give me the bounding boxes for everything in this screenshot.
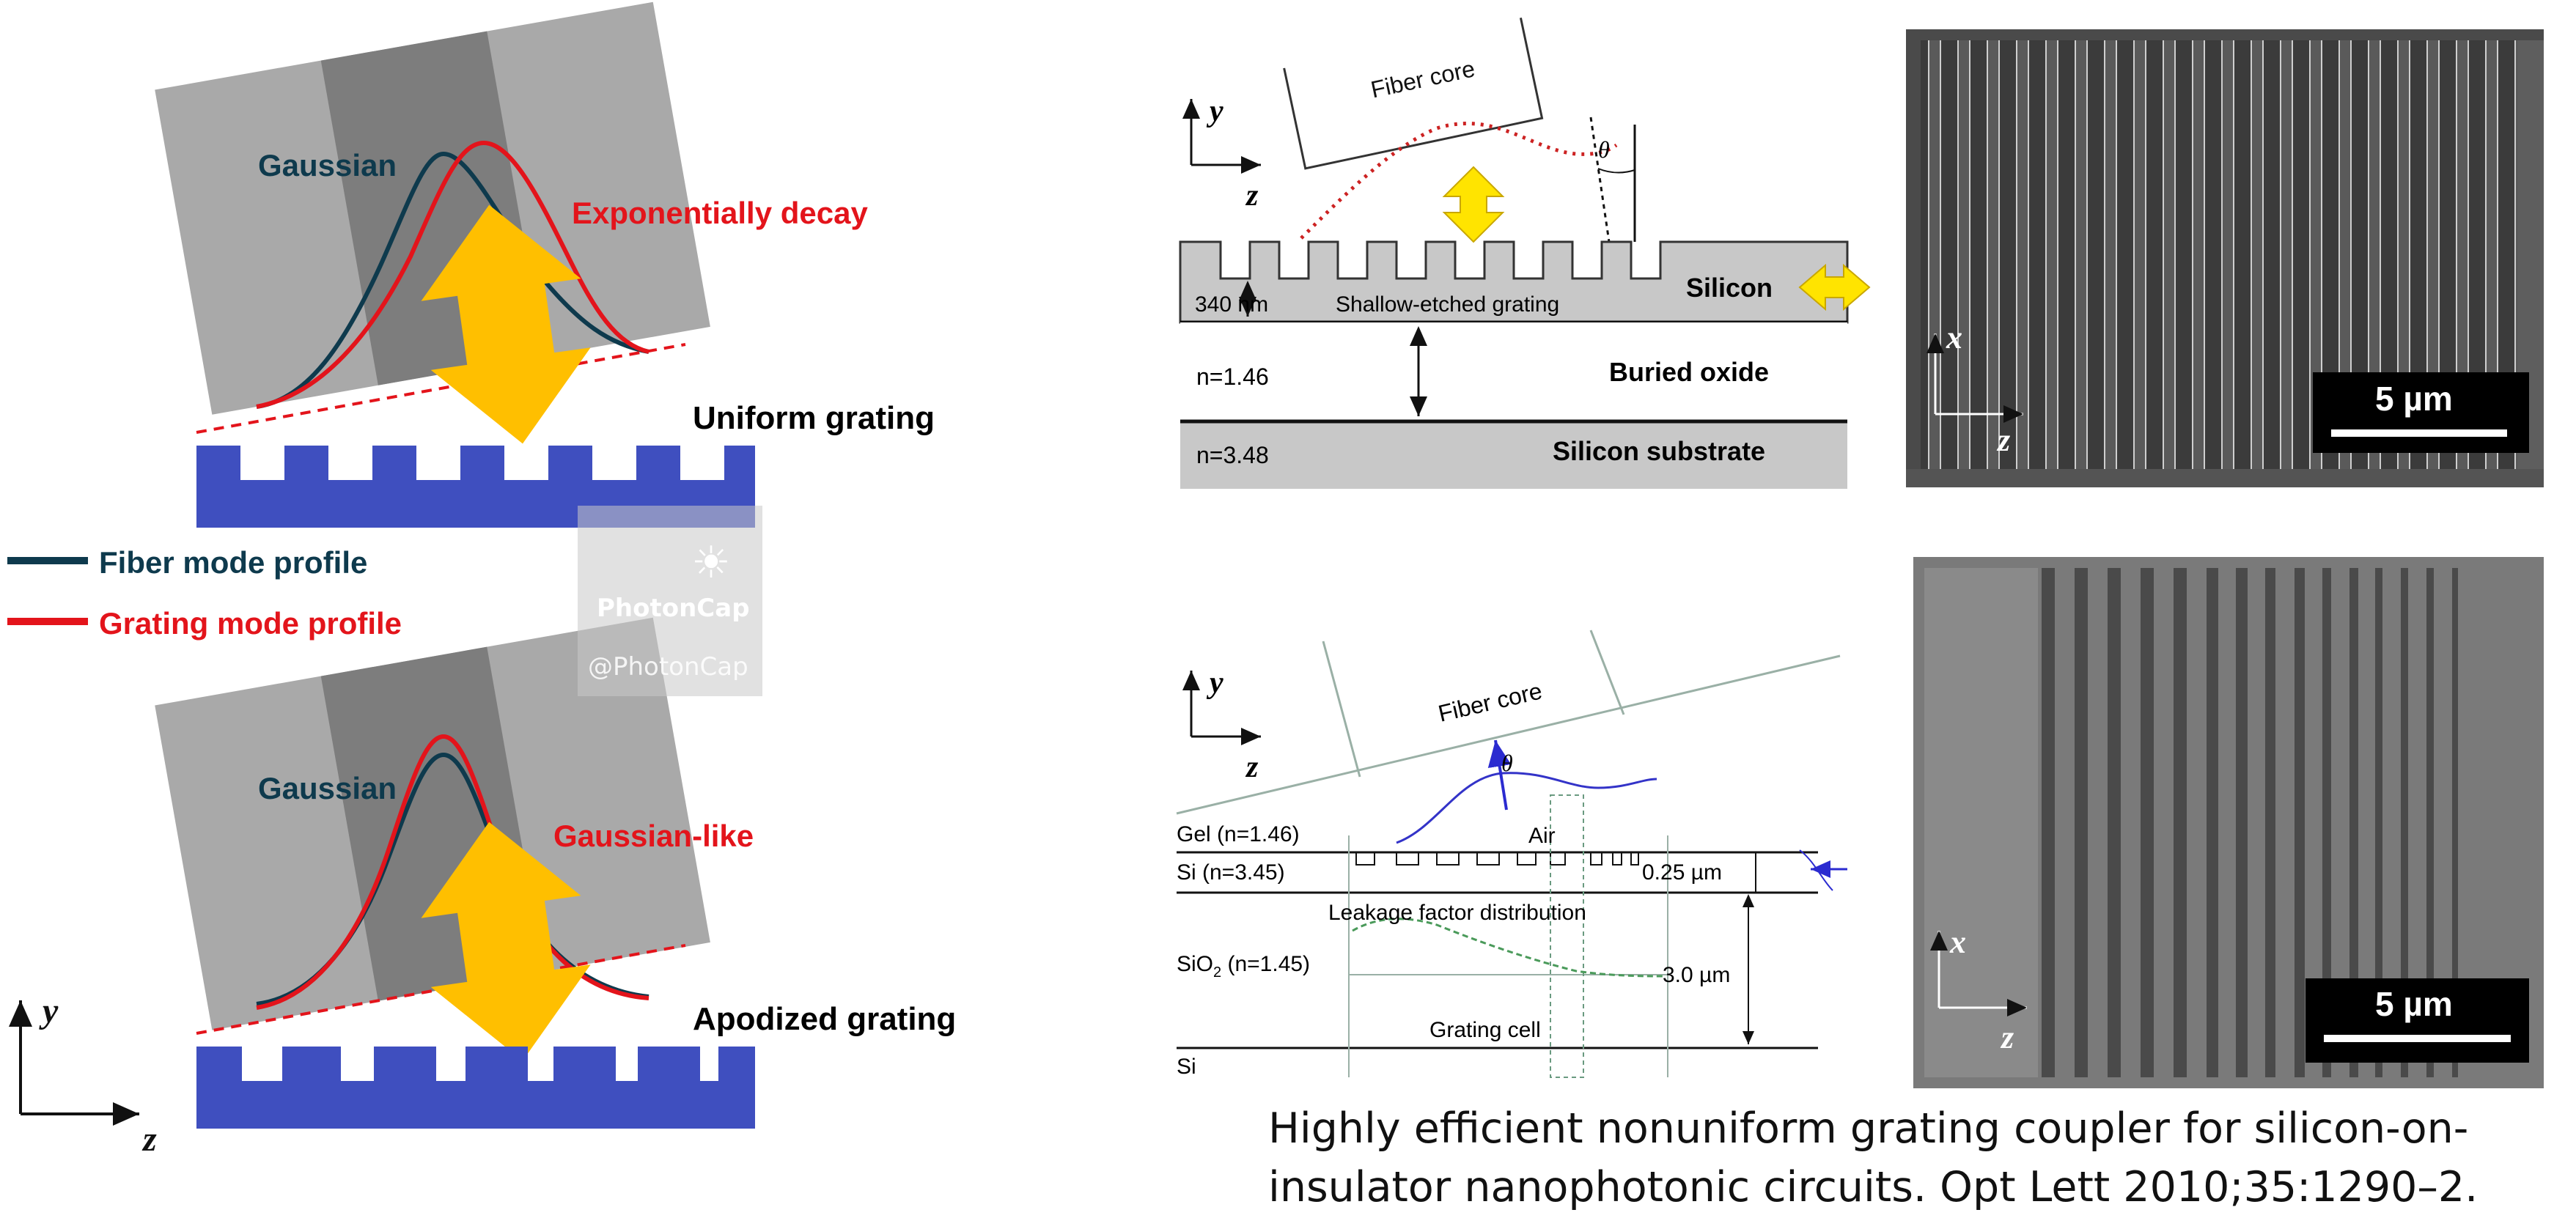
sem-bottom-lines xyxy=(2042,568,2458,1077)
bottom-substrate-label: Si xyxy=(1177,1055,1196,1079)
air-label: Air xyxy=(1528,824,1556,848)
top-yellow-updown-arrow xyxy=(1442,166,1505,243)
left-axis-z-label: z xyxy=(141,1120,157,1159)
top-thickness-label: 340 nm xyxy=(1195,292,1268,317)
si-thickness-label: 0.25 µm xyxy=(1642,860,1722,885)
top-oxide-index: n=1.46 xyxy=(1196,363,1269,390)
figure-caption: Highly efficient nonuniform grating coup… xyxy=(1268,1104,2479,1211)
coupling-arrow-bottom xyxy=(421,822,591,1061)
sem-top-scale-label: 5 µm xyxy=(2375,380,2453,418)
sem-bottom-axis-z: z xyxy=(2000,1019,2014,1055)
sem-bottom-axis-x: x xyxy=(1949,924,1966,960)
grating-mode-curve-top xyxy=(256,140,649,409)
top-schematic-axis-y: y xyxy=(1206,95,1223,128)
sem-top-axis-x: x xyxy=(1946,320,1962,355)
bottom-schematic-axis-z: z xyxy=(1245,750,1259,784)
watermark-handle: @PhotonCap xyxy=(588,652,748,682)
gaussian-like-label: Gaussian-like xyxy=(553,819,754,853)
leakage-distribution-curve xyxy=(1352,918,1665,978)
mode-profile-legend: Fiber mode profile Grating mode profile xyxy=(7,545,402,641)
oxide-thickness-label: 3.0 µm xyxy=(1663,963,1730,987)
legend-grating-label: Grating mode profile xyxy=(99,606,402,641)
bottom-grating-teeth xyxy=(1355,852,1639,866)
gel-label: Gel (n=1.46) xyxy=(1177,822,1300,846)
top-substrate xyxy=(1180,421,1847,489)
apodized-grating-label: Apodized grating xyxy=(693,1001,956,1037)
sem-top-scale-box xyxy=(2313,372,2529,453)
top-mode-dotted-curve xyxy=(1300,122,1618,240)
uniform-grating-label: Uniform grating xyxy=(693,400,935,436)
top-schematic: y z Fiber core θ 340 nm Shallow-etched g… xyxy=(1179,18,1871,489)
sio2-index: (n=1.45) xyxy=(1221,952,1310,976)
bottom-mode-curve xyxy=(1396,772,1657,844)
sun-icon: ☀ xyxy=(691,538,731,587)
top-angle-label: θ xyxy=(1598,136,1610,163)
top-yellow-horizontal-arrow xyxy=(1798,263,1871,311)
uniform-grating-diagram: Gaussian Exponentially decay Uniform gra… xyxy=(155,1,935,528)
dashed-reference-top xyxy=(196,343,686,434)
grating-cell-label: Grating cell xyxy=(1429,1018,1541,1042)
left-axis-y-label: y xyxy=(39,992,59,1030)
apodized-grating-bar xyxy=(196,1047,755,1129)
si-layer-label: Si (n=3.45) xyxy=(1177,860,1285,885)
sio2-text: SiO xyxy=(1177,952,1213,976)
sem-top-axis-z: z xyxy=(1996,422,2010,458)
watermark-name: PhotonCap xyxy=(597,594,750,623)
top-silicon-label: Silicon xyxy=(1686,273,1773,303)
sio2-subscript: 2 xyxy=(1213,964,1221,981)
sem-bottom-scale-label: 5 µm xyxy=(2375,985,2453,1023)
bottom-angle-label: θ xyxy=(1501,750,1513,776)
photoncap-watermark: ☀ PhotonCap @PhotonCap xyxy=(578,506,762,696)
top-substrate-label: Silicon substrate xyxy=(1553,436,1765,466)
gaussian-label-bottom: Gaussian xyxy=(258,771,397,805)
sem-image-top: x z 5 µm xyxy=(1906,29,2544,487)
apodized-grating-diagram: Gaussian Gaussian-like Apodized grating xyxy=(155,617,956,1129)
top-silicon-layer xyxy=(1179,240,1849,324)
left-axes: y z xyxy=(8,992,157,1159)
gaussian-label-top: Gaussian xyxy=(258,148,397,182)
top-grating-label: Shallow-etched grating xyxy=(1336,292,1559,317)
top-substrate-index: n=3.48 xyxy=(1196,442,1269,468)
sio2-label: SiO2 (n=1.45) xyxy=(1177,952,1310,981)
bottom-schematic-axis-y: y xyxy=(1206,666,1223,700)
coupling-arrow-top xyxy=(421,204,591,444)
top-oxide-label: Buried oxide xyxy=(1609,357,1769,387)
legend-fiber-label: Fiber mode profile xyxy=(99,545,367,580)
exponential-decay-label: Exponentially decay xyxy=(572,196,868,230)
leakage-label: Leakage factor distribution xyxy=(1328,901,1586,925)
bottom-fiber-core-label: Fiber core xyxy=(1435,677,1544,726)
top-schematic-axis-z: z xyxy=(1245,179,1259,213)
top-fiber-core: Fiber core xyxy=(1283,18,1544,170)
bottom-schematic: y z Fiber core θ Gel (n=1.46) Air Si (n=… xyxy=(1176,630,1847,1079)
sem-bottom-scale-box xyxy=(2305,978,2529,1063)
fiber-mode-curve-top xyxy=(256,151,649,409)
sem-image-bottom: x z 5 µm xyxy=(1913,557,2544,1088)
